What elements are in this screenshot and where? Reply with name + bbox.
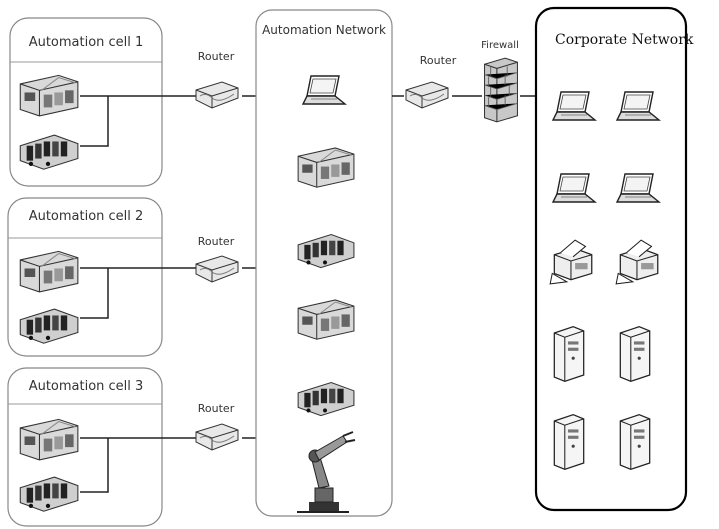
router-icon	[195, 255, 239, 283]
automation-network: Automation Network	[255, 9, 393, 517]
firewall-icon	[484, 57, 518, 123]
automation-network-title: Automation Network	[262, 23, 386, 37]
uplink-router-label: Router	[420, 54, 457, 67]
plc-rack-icon	[19, 250, 79, 293]
router-icon	[195, 423, 239, 451]
cell-2-router: Router	[195, 235, 239, 283]
router-to-network-links	[242, 95, 256, 439]
router-label: Router	[198, 50, 235, 63]
router-icon	[405, 81, 449, 109]
router-label: Router	[198, 402, 235, 415]
server-icon	[619, 326, 651, 382]
server-icon	[553, 414, 585, 470]
uplink-router: Router	[405, 54, 457, 109]
plc-rack-icon	[19, 74, 79, 117]
automation-cell-2: Automation cell 2	[7, 197, 196, 357]
firewall: Firewall	[481, 40, 519, 123]
cell-2-link	[80, 267, 196, 319]
corporate-network-title: Corporate Network	[555, 32, 694, 48]
server-icon	[553, 326, 585, 382]
server-icon	[619, 414, 651, 470]
cell-1-link	[80, 95, 196, 147]
cell-2-title: Automation cell 2	[29, 209, 144, 224]
router-icon	[195, 81, 239, 109]
automation-cell-3: Automation cell 3	[7, 367, 196, 527]
firewall-label: Firewall	[481, 40, 519, 51]
plc-rack-icon	[19, 418, 79, 461]
router-label: Router	[198, 235, 235, 248]
cell-3-title: Automation cell 3	[29, 379, 144, 394]
cell-1-title: Automation cell 1	[29, 35, 144, 50]
cell-1-router: Router	[195, 50, 239, 109]
cell-3-link	[80, 437, 196, 493]
automation-cell-1: Automation cell 1	[9, 17, 196, 187]
corporate-network: Corporate Network	[534, 6, 694, 512]
corporate-network-box	[534, 6, 688, 512]
plc-rack-icon	[297, 299, 355, 340]
cell-3-router: Router	[195, 402, 239, 451]
plc-rack-icon	[297, 147, 355, 188]
